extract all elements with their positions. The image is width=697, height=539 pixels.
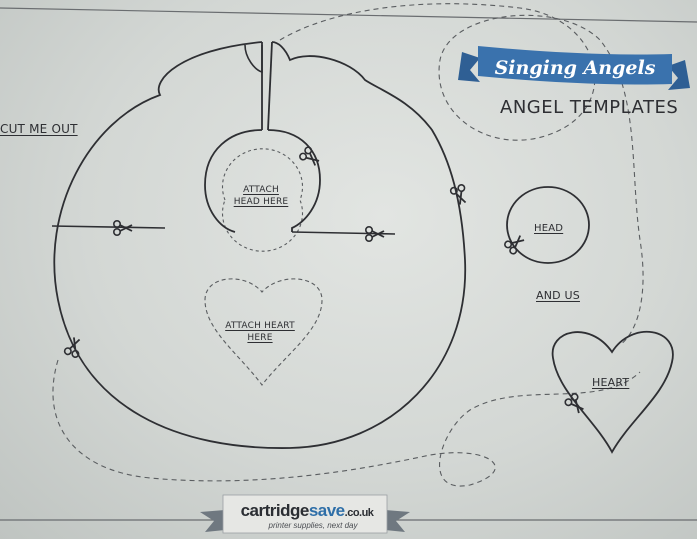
logo-part2: save [308, 501, 345, 520]
logo-suffix: .co.uk [344, 507, 374, 519]
cartridge-logo: cartridgesave.co.uk [232, 501, 382, 521]
logo-tagline: printer supplies, next day [268, 521, 358, 530]
attach-heart-line2: HERE [247, 333, 273, 343]
head-hole-outline [204, 129, 263, 233]
heart-template-outline [551, 330, 674, 454]
angel-templates-subtitle: ANGEL TEMPLATES [500, 97, 679, 118]
attach-head-line2: HEAD HERE [233, 197, 289, 207]
scissors-icon [448, 183, 471, 207]
attach-head-line1: ATTACH [243, 185, 279, 195]
cut-me-out-label: CUT ME OUT [0, 122, 78, 136]
dashed-trail-bottom [52, 359, 641, 487]
dashed-trail-top [279, 3, 644, 346]
sheet-border-top [0, 7, 697, 23]
attach-head-label: ATTACH HEAD HERE [226, 184, 296, 208]
head-template-outline [506, 186, 590, 264]
attach-heart-label: ATTACH HEART HERE [214, 320, 306, 344]
logo-part1: cartridge [240, 501, 310, 520]
scissors-icon [502, 231, 528, 256]
and-us-label: AND US [536, 289, 580, 302]
footer-ribbon [200, 494, 410, 534]
brand-title: Singing Angels [495, 57, 656, 79]
singing-angels-banner [458, 46, 690, 90]
attach-heart-outline [204, 278, 323, 386]
angel-body-outline [53, 41, 466, 449]
head-label: HEAD [534, 223, 564, 234]
heart-label: HEART [592, 376, 630, 389]
attach-heart-line1: ATTACH HEART [225, 321, 295, 331]
